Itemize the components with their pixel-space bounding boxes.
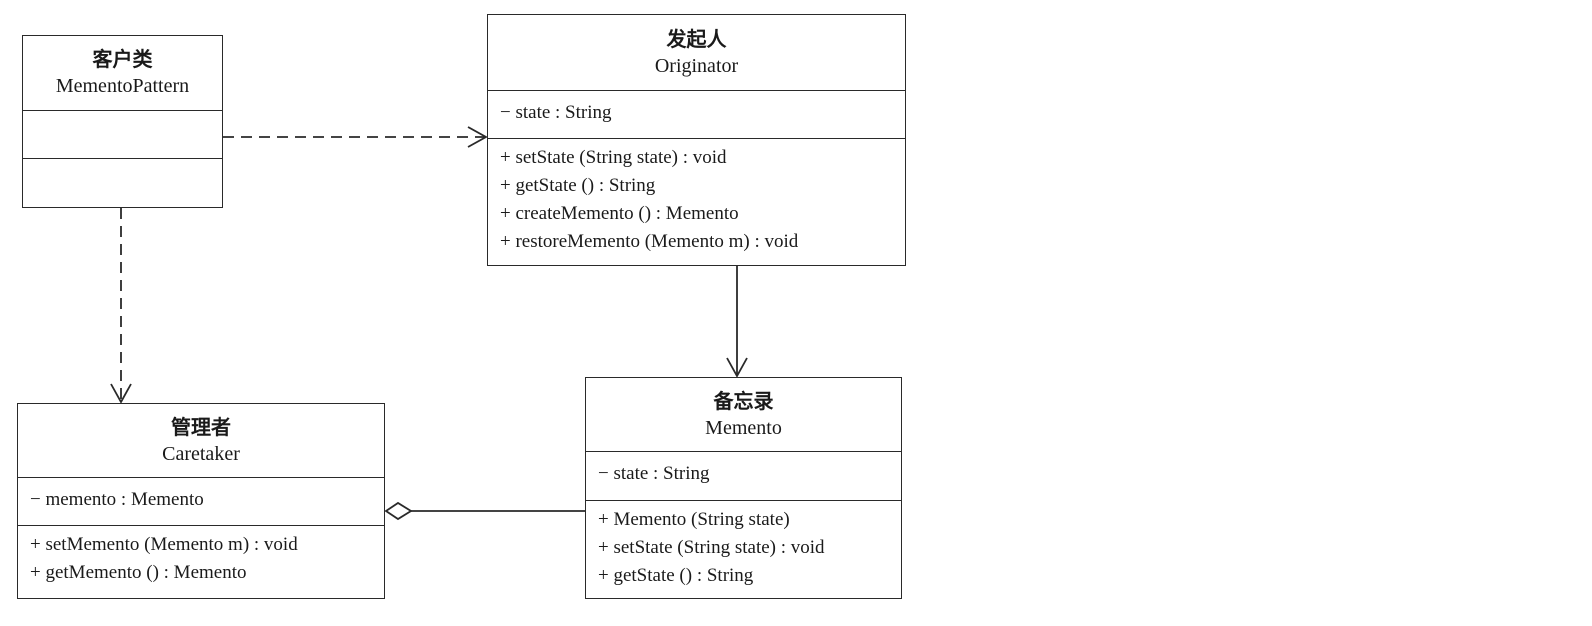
method: + setMemento (Memento m) : void xyxy=(30,534,298,555)
attributes-section: − state : String xyxy=(488,91,905,139)
class-header: 管理者 Caretaker xyxy=(18,404,384,478)
method: + setState (String state) : void xyxy=(598,537,825,558)
method: + getMemento () : Memento xyxy=(30,562,247,583)
association-originator-memento xyxy=(726,266,748,378)
attribute: − memento : Memento xyxy=(30,489,204,510)
class-cn-name: 备忘录 xyxy=(713,390,774,413)
method: + Memento (String state) xyxy=(598,509,790,530)
class-memento[interactable]: 备忘录 Memento − state : String + Memento (… xyxy=(585,377,902,599)
method: + getState () : String xyxy=(598,565,754,586)
method: + restoreMemento (Memento m) : void xyxy=(500,231,799,252)
dependency-client-caretaker xyxy=(110,208,132,404)
class-memento-pattern[interactable]: 客户类 MementoPattern xyxy=(22,35,223,208)
attributes-section: − memento : Memento xyxy=(18,478,384,526)
method: + getState () : String xyxy=(500,175,656,196)
aggregation-caretaker-memento xyxy=(384,501,585,521)
class-originator[interactable]: 发起人 Originator − state : String + setSta… xyxy=(487,14,906,266)
class-cn-name: 管理者 xyxy=(171,416,231,439)
class-caretaker[interactable]: 管理者 Caretaker − memento : Memento + setM… xyxy=(17,403,385,599)
class-en-name: MementoPattern xyxy=(55,75,190,97)
class-header: 客户类 MementoPattern xyxy=(23,36,222,111)
attribute: − state : String xyxy=(500,102,612,123)
methods-section: + setState (String state) : void + getSt… xyxy=(488,139,905,261)
attribute: − state : String xyxy=(598,463,710,484)
class-header: 发起人 Originator xyxy=(488,15,905,91)
attributes-section xyxy=(23,111,222,159)
dependency-client-originator xyxy=(223,126,488,148)
class-cn-name: 发起人 xyxy=(666,28,727,51)
methods-section xyxy=(23,159,222,207)
methods-section: + Memento (String state) + setState (Str… xyxy=(586,501,901,595)
methods-section: + setMemento (Memento m) : void + getMem… xyxy=(18,526,384,592)
method: + setState (String state) : void xyxy=(500,147,727,168)
method: + createMemento () : Memento xyxy=(500,203,739,224)
class-header: 备忘录 Memento xyxy=(586,378,901,452)
class-cn-name: 客户类 xyxy=(92,49,153,71)
attributes-section: − state : String xyxy=(586,452,901,501)
class-en-name: Originator xyxy=(654,54,739,77)
class-en-name: Caretaker xyxy=(162,442,240,465)
class-en-name: Memento xyxy=(705,416,782,439)
